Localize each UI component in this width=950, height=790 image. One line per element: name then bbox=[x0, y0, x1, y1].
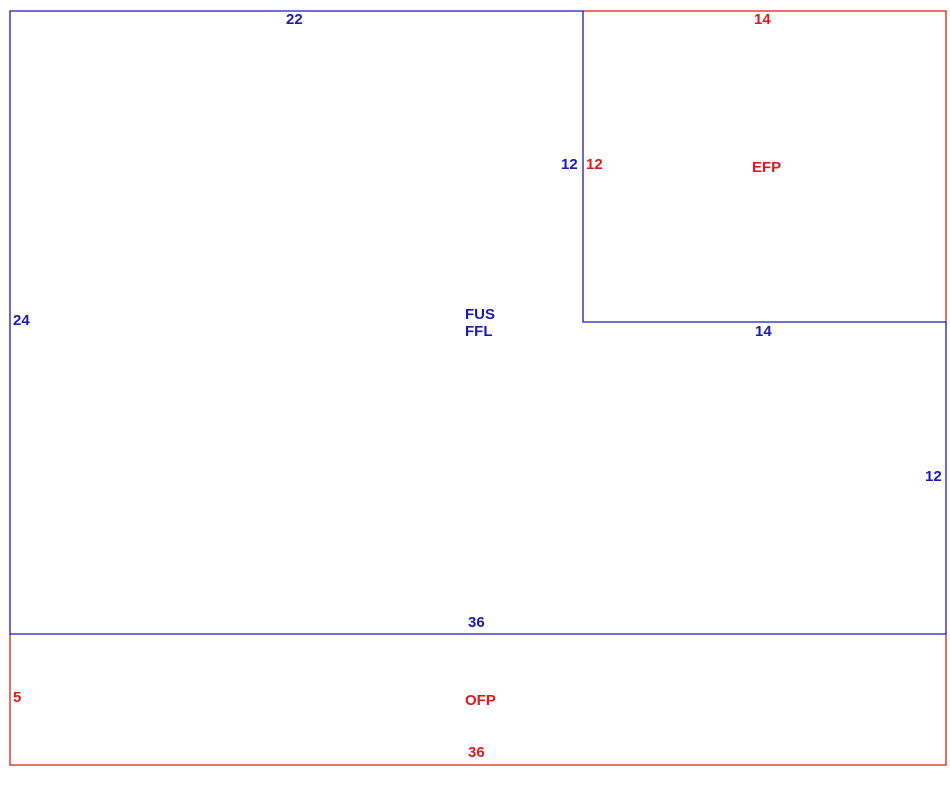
dim-main-notch-horizontal: 14 bbox=[755, 323, 772, 340]
area-label-ffl: FFL bbox=[465, 323, 493, 340]
dim-efp-left: 12 bbox=[586, 156, 603, 173]
dim-main-notch-vertical: 12 bbox=[561, 156, 578, 173]
dim-main-top: 22 bbox=[286, 11, 303, 28]
ofp-outline bbox=[9, 634, 947, 766]
dim-main-bottom: 36 bbox=[468, 614, 485, 631]
area-label-ofp: OFP bbox=[465, 692, 496, 709]
dim-efp-top: 14 bbox=[754, 11, 771, 28]
dim-ofp-left: 5 bbox=[13, 689, 22, 706]
efp-outline bbox=[583, 10, 947, 322]
area-label-fus: FUS bbox=[465, 306, 495, 323]
dim-ofp-bottom: 36 bbox=[468, 744, 485, 761]
main-area-outline bbox=[9, 10, 947, 635]
dim-main-left: 24 bbox=[13, 312, 30, 329]
area-label-efp: EFP bbox=[752, 159, 782, 176]
dim-main-right: 12 bbox=[925, 468, 942, 485]
